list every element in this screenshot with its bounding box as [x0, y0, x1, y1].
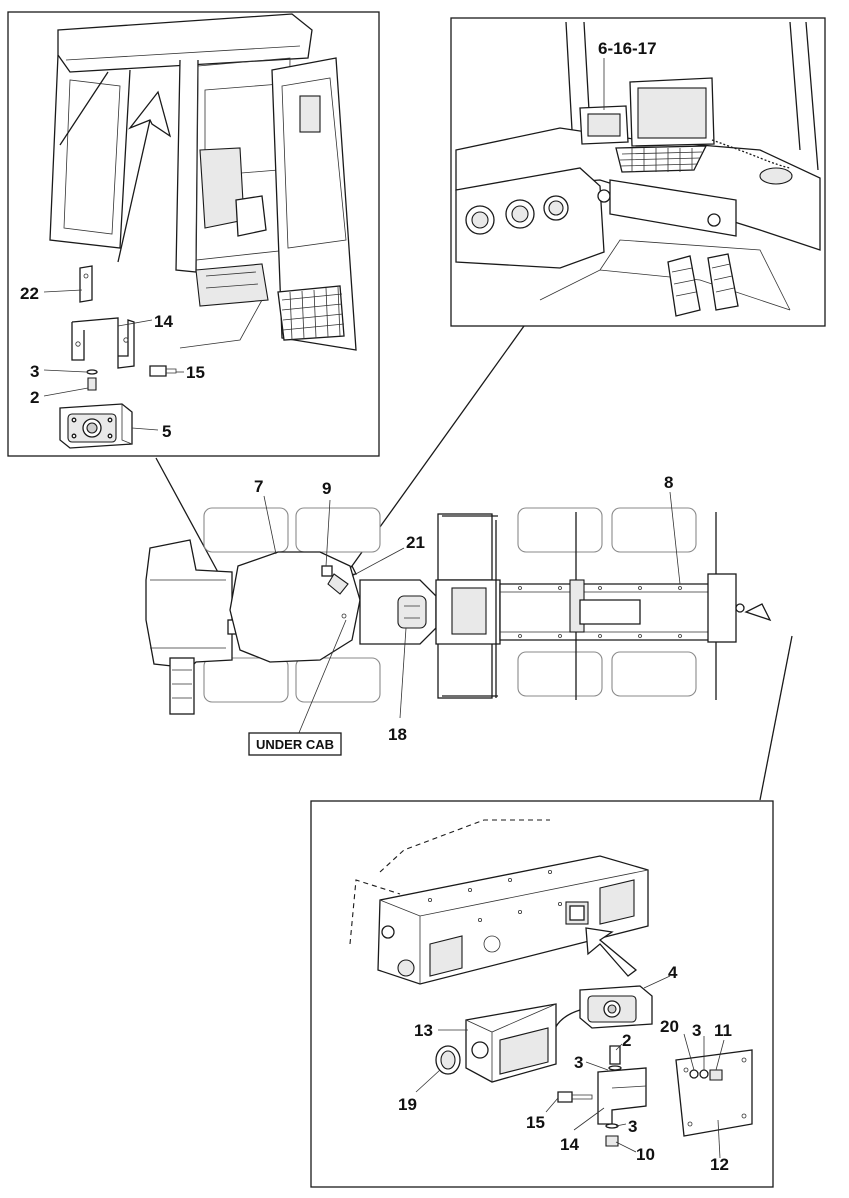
- inset-dashboard: [450, 17, 826, 327]
- under-cab-box: [248, 732, 342, 756]
- callout-5: 5: [162, 422, 171, 441]
- callout-13: 13: [414, 1021, 433, 1040]
- callout-3-top: 3: [30, 362, 39, 381]
- callout-10: 10: [636, 1145, 655, 1164]
- inset-rear-camera: [310, 800, 774, 1188]
- callout-18: 18: [388, 725, 407, 744]
- callout-19: 19: [398, 1095, 417, 1114]
- inset-frame-rear: [310, 800, 774, 1188]
- leader-rear-to-chassis: [759, 635, 793, 801]
- callout-14-top: 14: [154, 312, 173, 331]
- callout-15-bottom: 15: [526, 1113, 545, 1132]
- callout-6-16-17: 6-16-17: [598, 39, 657, 58]
- callout-12: 12: [710, 1155, 729, 1174]
- leader-dash-to-chassis: [351, 325, 525, 567]
- callout-14-bottom: 14: [560, 1135, 579, 1154]
- inset-frame-dashboard: [450, 17, 826, 327]
- callout-3-bottom-lower: 3: [628, 1117, 637, 1136]
- inset-frame-cab: [7, 11, 380, 457]
- callout-11: 11: [714, 1021, 732, 1040]
- arrow-rear: [744, 603, 772, 622]
- callout-21: 21: [406, 533, 425, 552]
- callout-8: 8: [664, 473, 673, 492]
- callout-22: 22: [20, 284, 39, 303]
- callout-3-bottom-right: 3: [692, 1021, 701, 1040]
- callout-2-top: 2: [30, 388, 39, 407]
- callout-9: 9: [322, 479, 331, 498]
- machine-top-view: [145, 491, 745, 741]
- inset-cab-interior: [7, 11, 380, 457]
- callout-20: 20: [660, 1017, 679, 1036]
- under-cab-label: UNDER CAB: [256, 737, 334, 752]
- callout-15-top: 15: [186, 363, 205, 382]
- callout-4: 4: [668, 963, 678, 982]
- callout-3-bottom-left: 3: [574, 1053, 583, 1072]
- callout-2-bottom: 2: [622, 1031, 631, 1050]
- callout-7: 7: [254, 477, 263, 496]
